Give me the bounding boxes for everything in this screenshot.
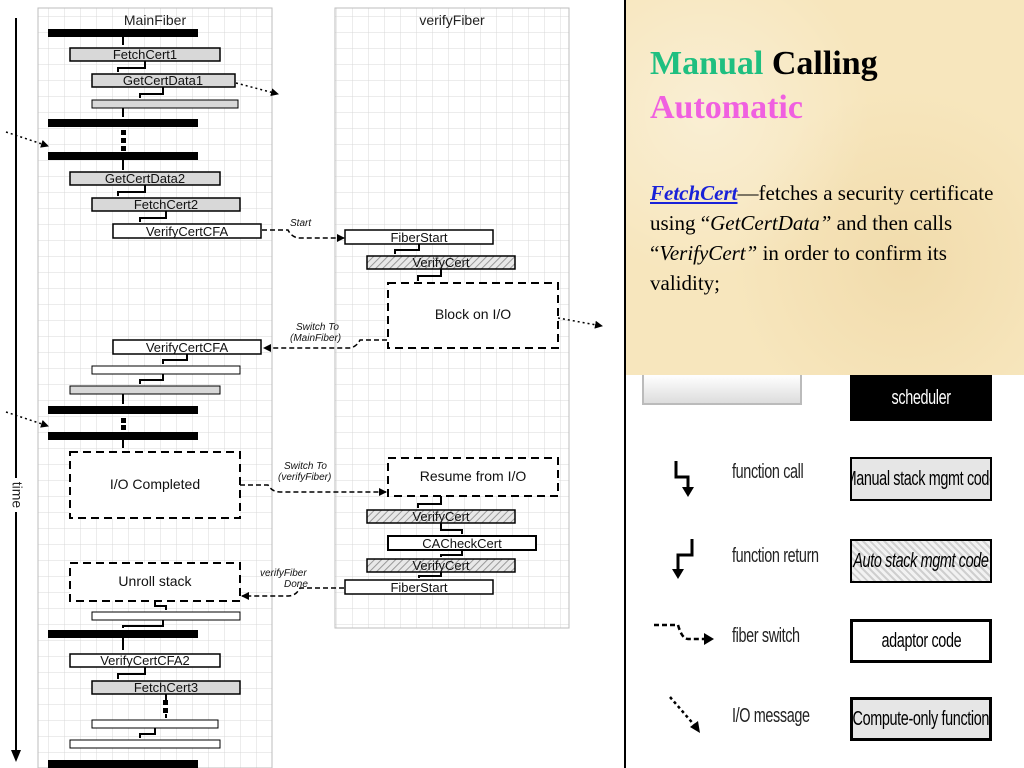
legend-scheduler-box: scheduler [850, 375, 992, 421]
legend-auto-stack-label: Auto stack mgmt code [853, 549, 989, 572]
return-box [91, 99, 239, 109]
verifyfiber-done-target: Done [284, 579, 308, 590]
getcertdata1-label: GetCertData1 [123, 73, 203, 88]
scheduler-bar [48, 630, 198, 638]
return-box [69, 739, 221, 749]
desc-verifycert: VerifyCert” [659, 241, 758, 265]
time-axis-arrowhead [11, 750, 21, 762]
verifycert-label: VerifyCert [412, 509, 469, 524]
slide-title: Manual Calling Automatic [650, 42, 878, 130]
ellipsis-dots [121, 130, 168, 713]
function-return-icon [672, 539, 694, 579]
io-completed-label: I/O Completed [110, 476, 200, 492]
io-message-arrows [5, 82, 603, 428]
legend-manual-stack-label: Manual stack mgmt code [850, 467, 992, 490]
verifycert-label: VerifyCert [412, 558, 469, 573]
switch-to-main-target: (MainFiber) [290, 333, 341, 344]
start-arrow-label: Start [290, 218, 312, 229]
panel-divider [624, 0, 626, 768]
desc-part-3: in order to confirm its validity; [650, 241, 947, 295]
switch-to-main-label: Switch To [296, 322, 339, 333]
title-manual: Manual [650, 45, 764, 82]
legend-manual-stack-box: Manual stack mgmt code [850, 457, 992, 501]
scheduler-bar [48, 152, 198, 160]
desc-part-1: —fetches a security certificate using “ [650, 181, 994, 235]
verifycert-label: VerifyCert [412, 255, 469, 270]
block-on-io-label: Block on I/O [435, 306, 511, 322]
return-box [69, 385, 221, 395]
return-box [91, 365, 241, 375]
block-on-io-box [387, 282, 559, 349]
scheduler-bar [48, 406, 198, 414]
legend-io-message: I/O message [732, 705, 810, 727]
switch-to-verify-target: (verifyFiber) [278, 472, 331, 483]
description-panel: Manual Calling Automatic FetchCert—fetch… [626, 0, 1024, 375]
io-message-icon [669, 696, 700, 733]
verifycertcfa2-label: VerifyCertCFA2 [100, 653, 190, 668]
function-call-icon [674, 461, 694, 497]
legend: scheduler function call Manual stack mgm… [626, 375, 1024, 768]
time-label-bg [6, 478, 26, 512]
fetchcert1-label: FetchCert1 [113, 47, 177, 62]
call-connectors [117, 37, 463, 738]
fiber-switch-icon [654, 623, 714, 645]
fiberstart-label: FiberStart [390, 580, 447, 595]
fiber-switch-arrows [240, 229, 387, 600]
legend-auto-stack-box: Auto stack mgmt code [850, 539, 992, 583]
verifycertcfa-label: VerifyCertCFA [146, 340, 229, 355]
diagram-area: MainFiber verifyFiber time FetchCert1 Ge… [5, 7, 603, 768]
legend-partial-box [642, 375, 802, 405]
legend-function-call: function call [732, 461, 804, 483]
legend-fiber-switch: fiber switch [732, 625, 800, 647]
scheduler-bar [48, 119, 198, 127]
fetchcert-link[interactable]: FetchCert [650, 181, 738, 205]
unroll-stack-box [69, 562, 241, 602]
legend-scheduler-label: scheduler [891, 386, 951, 409]
title-calling: Calling [771, 45, 878, 82]
cacheckcert-label: CACheckCert [422, 536, 502, 551]
scheduler-bar [48, 432, 198, 440]
getcertdata2-label: GetCertData2 [105, 171, 185, 186]
io-completed-box [69, 451, 241, 519]
fiber-diagram: MainFiber verifyFiber time FetchCert1 Ge… [5, 7, 603, 768]
resume-from-io-label: Resume from I/O [420, 468, 527, 484]
time-axis-label: time [9, 482, 25, 509]
verifyfiber-done-label: verifyFiber [260, 568, 307, 579]
verifycertcfa-box [112, 223, 262, 239]
legend-function-return: function return [732, 545, 819, 567]
fiberstart-box [344, 579, 494, 595]
switch-to-verify-label: Switch To [284, 461, 327, 472]
desc-part-2: and then calls “ [650, 211, 953, 265]
title-automatic: Automatic [650, 89, 803, 126]
legend-adaptor-label: adaptor code [881, 629, 961, 652]
return-box [91, 611, 241, 621]
fiberstart-label: FiberStart [390, 230, 447, 245]
fetchcert-description: FetchCert—fetches a security certificate… [650, 178, 1000, 298]
mainfiber-title: MainFiber [124, 12, 187, 28]
return-box [91, 719, 219, 729]
fetchcert3-label: FetchCert3 [134, 680, 198, 695]
scheduler-bar [48, 29, 198, 37]
verifyfiber-title: verifyFiber [419, 12, 485, 28]
legend-compute-only-box: Compute-only function [850, 697, 992, 741]
legend-compute-only-label: Compute-only function [852, 707, 990, 730]
legend-adaptor-box: adaptor code [850, 619, 992, 663]
verifycertcfa-label: VerifyCertCFA [146, 224, 229, 239]
arrow-labels: Start Switch To (MainFiber) Switch To (v… [260, 218, 341, 590]
resume-from-io-box [387, 457, 559, 497]
scheduler-bar [48, 760, 198, 768]
desc-getcertdata: GetCertData” [710, 211, 832, 235]
unroll-stack-label: Unroll stack [118, 573, 192, 589]
fetchcert2-label: FetchCert2 [134, 197, 198, 212]
